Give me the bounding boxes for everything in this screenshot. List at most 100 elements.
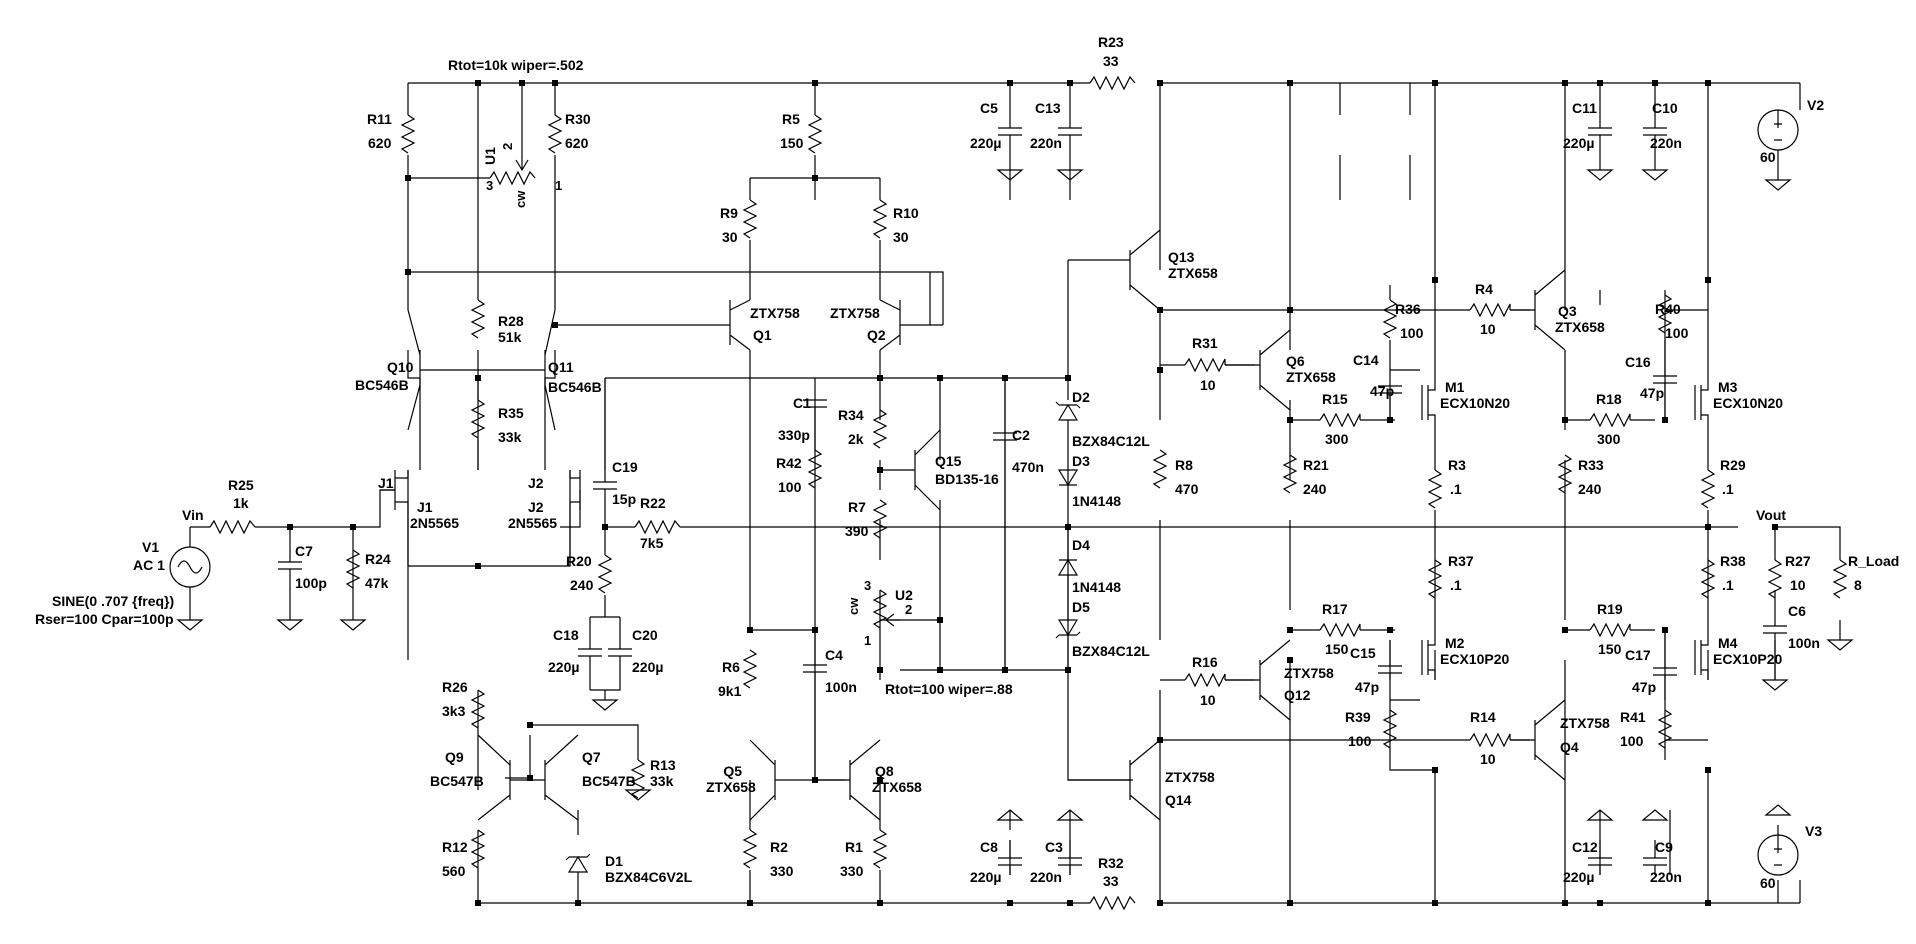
rload-name: R_Load: [1848, 553, 1899, 569]
capacitor-c20: [608, 645, 632, 665]
c7-name: C7: [295, 543, 313, 559]
c8-name: C8: [980, 839, 998, 855]
r22-value: 7k5: [640, 535, 664, 551]
r3-name: R3: [1448, 457, 1466, 473]
resistor-r15: [1319, 412, 1361, 428]
c10-value: 220n: [1650, 135, 1682, 151]
transistor-q11: [478, 309, 556, 431]
v3-name: V3: [1805, 823, 1822, 839]
r40-name: R40: [1655, 301, 1681, 317]
r15-value: 300: [1325, 431, 1349, 447]
q12-model: ZTX758: [1284, 665, 1334, 681]
jfet-j1: [380, 470, 409, 566]
v3-value: 60: [1760, 875, 1776, 891]
jfet-j2: [569, 470, 581, 566]
resistor-r38: [1700, 559, 1716, 599]
r9-value: 30: [722, 229, 738, 245]
capacitor-c1: [803, 378, 827, 450]
c20-value: 220µ: [632, 659, 663, 675]
c19-value: 15p: [612, 491, 636, 507]
d5-model: BZX84C12L: [1072, 643, 1150, 659]
m4-model: ECX10P20: [1713, 651, 1782, 667]
c3-name: C3: [1045, 839, 1063, 855]
r9-name: R9: [720, 205, 738, 221]
resistor-rload: [1832, 559, 1848, 599]
q15-name: Q15: [935, 453, 962, 469]
r37-value: .1: [1450, 577, 1462, 593]
q5-name: Q5: [723, 763, 742, 779]
transistor-q14: [1068, 739, 1161, 821]
r35-value: 33k: [498, 429, 522, 445]
v1-spec-rser: Rser=100 Cpar=100p: [35, 611, 174, 627]
r38-value: .1: [1722, 577, 1734, 593]
r22-name: R22: [640, 495, 666, 511]
component-symbols: [169, 75, 1854, 911]
capacitor-c5: [998, 115, 1022, 155]
c9-name: C9: [1655, 839, 1673, 855]
m2-name: M2: [1445, 635, 1465, 651]
c9-value: 220n: [1650, 869, 1682, 885]
q1-model: ZTX758: [750, 305, 800, 321]
diode-d4: [1057, 527, 1079, 620]
d1-model: BZX84C6V2L: [605, 869, 693, 885]
r4-value: 10: [1480, 321, 1496, 337]
c19-name: C19: [612, 459, 638, 475]
r37-name: R37: [1448, 553, 1474, 569]
c7-value: 100p: [295, 575, 327, 591]
c10-name: C10: [1652, 100, 1678, 116]
r28-name: R28: [498, 313, 524, 329]
j1-model: 2N5565: [410, 515, 459, 531]
u1-rating-label: Rtot=10k wiper=.502: [448, 57, 584, 73]
q7-name: Q7: [582, 749, 601, 765]
c3-value: 220n: [1030, 869, 1062, 885]
u1-pin3-label: 3: [486, 178, 493, 193]
m1-name: M1: [1445, 379, 1465, 395]
transistor-q10: [407, 309, 478, 431]
r27-name: R27: [1785, 553, 1811, 569]
capacitor-c12: [1588, 840, 1612, 875]
capacitor-c11: [1588, 83, 1612, 170]
resistor-r24: [345, 549, 361, 589]
mosfet-m4: [1694, 610, 1709, 680]
c4-value: 100n: [825, 679, 857, 695]
r2-value: 330: [770, 863, 794, 879]
resistor-r39: [1382, 709, 1398, 749]
c20-name: C20: [632, 627, 658, 643]
resistor-r35: [470, 378, 486, 470]
q13-model: ZTX658: [1168, 265, 1218, 281]
v1-spec-sine: SINE(0 .707 {freq}): [52, 593, 174, 609]
resistor-r22: [634, 519, 681, 535]
j2-name: J2: [528, 499, 544, 515]
r24-value: 47k: [365, 575, 389, 591]
transistor-q4: [1510, 699, 1566, 781]
q8-name: Q8: [875, 763, 894, 779]
r6-value: 9k1: [718, 683, 742, 699]
u2-pin1-label: 1: [864, 633, 871, 648]
r16-name: R16: [1192, 654, 1218, 670]
resistor-r19: [1589, 622, 1631, 638]
ground-symbols: [176, 169, 1854, 821]
d2-name: D2: [1072, 389, 1090, 405]
junction-dots: [287, 80, 1778, 906]
r12-name: R12: [442, 839, 468, 855]
r31-name: R31: [1192, 335, 1218, 351]
r35-name: R35: [498, 405, 524, 421]
r18-value: 300: [1597, 431, 1621, 447]
j2-model: 2N5565: [508, 515, 557, 531]
transistor-q1: [710, 299, 751, 351]
c18-name: C18: [553, 627, 579, 643]
resistor-r7: [872, 499, 888, 539]
resistor-r31: [1184, 357, 1226, 373]
r23-name: R23: [1098, 34, 1124, 50]
c12-name: C12: [1572, 839, 1598, 855]
resistor-r5: [807, 83, 823, 178]
resistor-r10: [872, 199, 888, 239]
r39-value: 100: [1348, 733, 1372, 749]
transistor-q6: [1225, 329, 1291, 411]
r3-value: .1: [1450, 481, 1462, 497]
v2-value: 60: [1760, 149, 1776, 165]
j1-name: J1: [417, 499, 433, 515]
diode-d2: [1055, 380, 1081, 490]
r13-name: R13: [650, 757, 676, 773]
